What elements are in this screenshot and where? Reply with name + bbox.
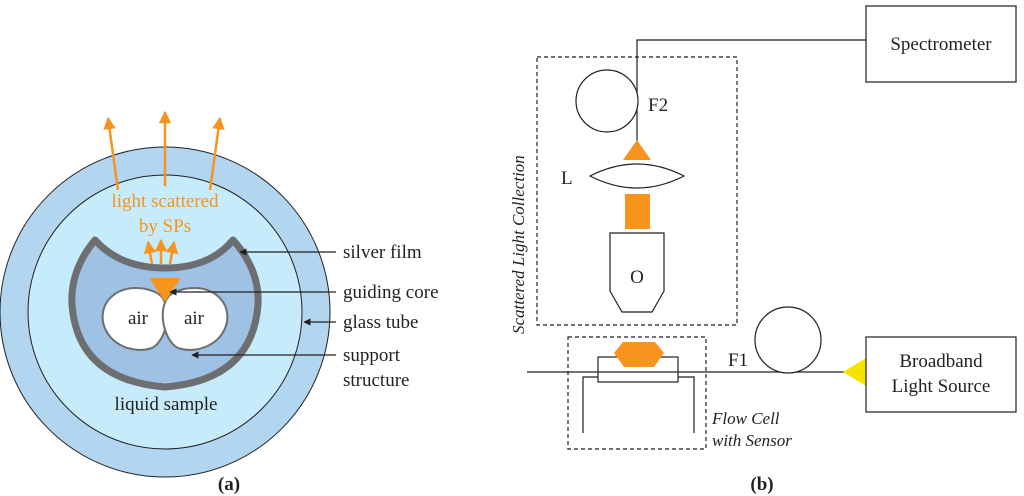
air-hole-left (101, 286, 169, 351)
panel-a: light scattered by SPs air air liquid sa… (0, 110, 439, 495)
scatter-arrow (208, 116, 225, 191)
collection-label: Scattered Light Collection (509, 155, 528, 334)
objective-label: O (630, 267, 644, 288)
fiber-coil-f2 (575, 69, 639, 133)
panel-b-caption: (b) (750, 474, 773, 495)
scatter-arrow (143, 240, 157, 265)
scattered-light-label: light scattered (111, 191, 219, 212)
panel-a-caption: (a) (218, 474, 240, 495)
silver-film-label: silver film (343, 242, 422, 263)
support-structure-label-2: structure (343, 370, 409, 391)
objective-shape (609, 232, 665, 313)
f1-label: F1 (728, 350, 748, 371)
scatter-arrow (103, 116, 120, 191)
collection-dashed-box (536, 56, 738, 326)
scattered-light-label-2: by SPs (139, 216, 191, 237)
light-source-box (865, 336, 1017, 413)
support-structure-label: support (343, 345, 401, 366)
flow-cell-label-2: with Sensor (712, 431, 792, 450)
beam-segment (625, 194, 650, 229)
scatter-arrow (165, 240, 179, 265)
fiber-coil-f1 (754, 306, 822, 374)
panel-b: Spectrometer Scattered Light Collection … (509, 5, 1017, 495)
air-label-right: air (184, 308, 205, 329)
light-source-label: Broadband (899, 351, 983, 372)
guiding-core-label: guiding core (343, 282, 439, 303)
light-source-label-2: Light Source (892, 376, 991, 397)
guiding-core-shape (149, 278, 181, 302)
lens-shape (588, 163, 686, 189)
flow-cell-dashed-box (567, 336, 707, 450)
flow-cell-channel (582, 376, 695, 433)
f2-label: F2 (648, 95, 668, 116)
spectrometer-box (865, 5, 1017, 83)
fiber-f2-to-spectrometer (636, 39, 866, 150)
source-cone (843, 358, 866, 386)
glass-tube-label: glass tube (343, 312, 418, 333)
lens-label: L (561, 168, 573, 189)
air-hole-right (161, 286, 229, 351)
sensor-hotspot (614, 342, 664, 367)
spectrometer-label: Spectrometer (890, 34, 992, 55)
flow-cell-label: Flow Cell (711, 409, 780, 428)
air-label-left: air (128, 308, 149, 329)
liquid-sample-label: liquid sample (115, 394, 218, 415)
collection-cone (623, 140, 651, 160)
